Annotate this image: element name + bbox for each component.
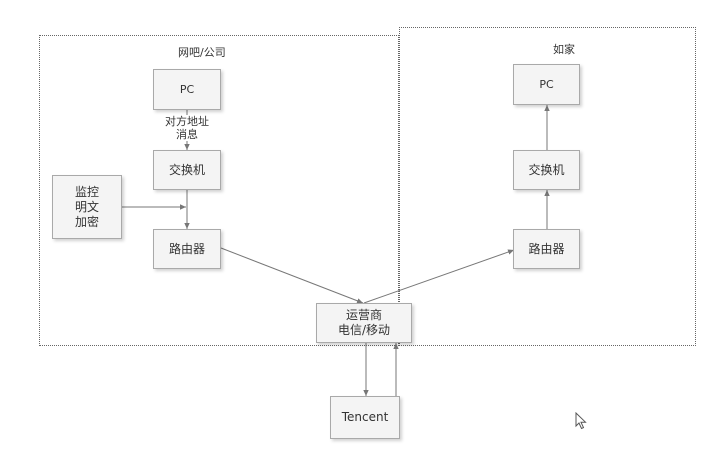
- switch-left-node: 交换机: [153, 150, 221, 190]
- pc-left-node: PC: [153, 69, 221, 110]
- peer-address-line-2: 消息: [176, 128, 198, 141]
- region-internet-cafe: [39, 35, 399, 346]
- isp-line-1: 运营商: [345, 308, 382, 322]
- isp-line-2: 电信/移动: [337, 323, 391, 337]
- router-right-node: 路由器: [513, 229, 580, 269]
- router-left-node: 路由器: [153, 229, 221, 269]
- edge-isp-to-router-right: [363, 249, 515, 304]
- internet-cafe-label: 网吧/公司: [178, 46, 226, 59]
- monitor-line-3: 加密: [74, 214, 99, 229]
- tencent-node: Tencent: [330, 396, 400, 439]
- isp-node: 运营商 电信/移动: [316, 303, 412, 343]
- mouse-pointer-icon: [575, 412, 587, 430]
- peer-address-line-1: 对方地址: [165, 115, 209, 128]
- region-home: [399, 27, 696, 346]
- peer-address-note: 对方地址 消息: [162, 115, 212, 141]
- monitor-node: 监控 明文 加密: [52, 175, 122, 239]
- monitor-line-1: 监控: [74, 184, 99, 199]
- monitor-line-2: 明文: [74, 199, 99, 214]
- edge-router-left-to-isp: [220, 247, 364, 304]
- switch-right-node: 交换机: [513, 150, 580, 190]
- pc-right-node: PC: [513, 64, 580, 105]
- home-label: 如家: [553, 43, 575, 56]
